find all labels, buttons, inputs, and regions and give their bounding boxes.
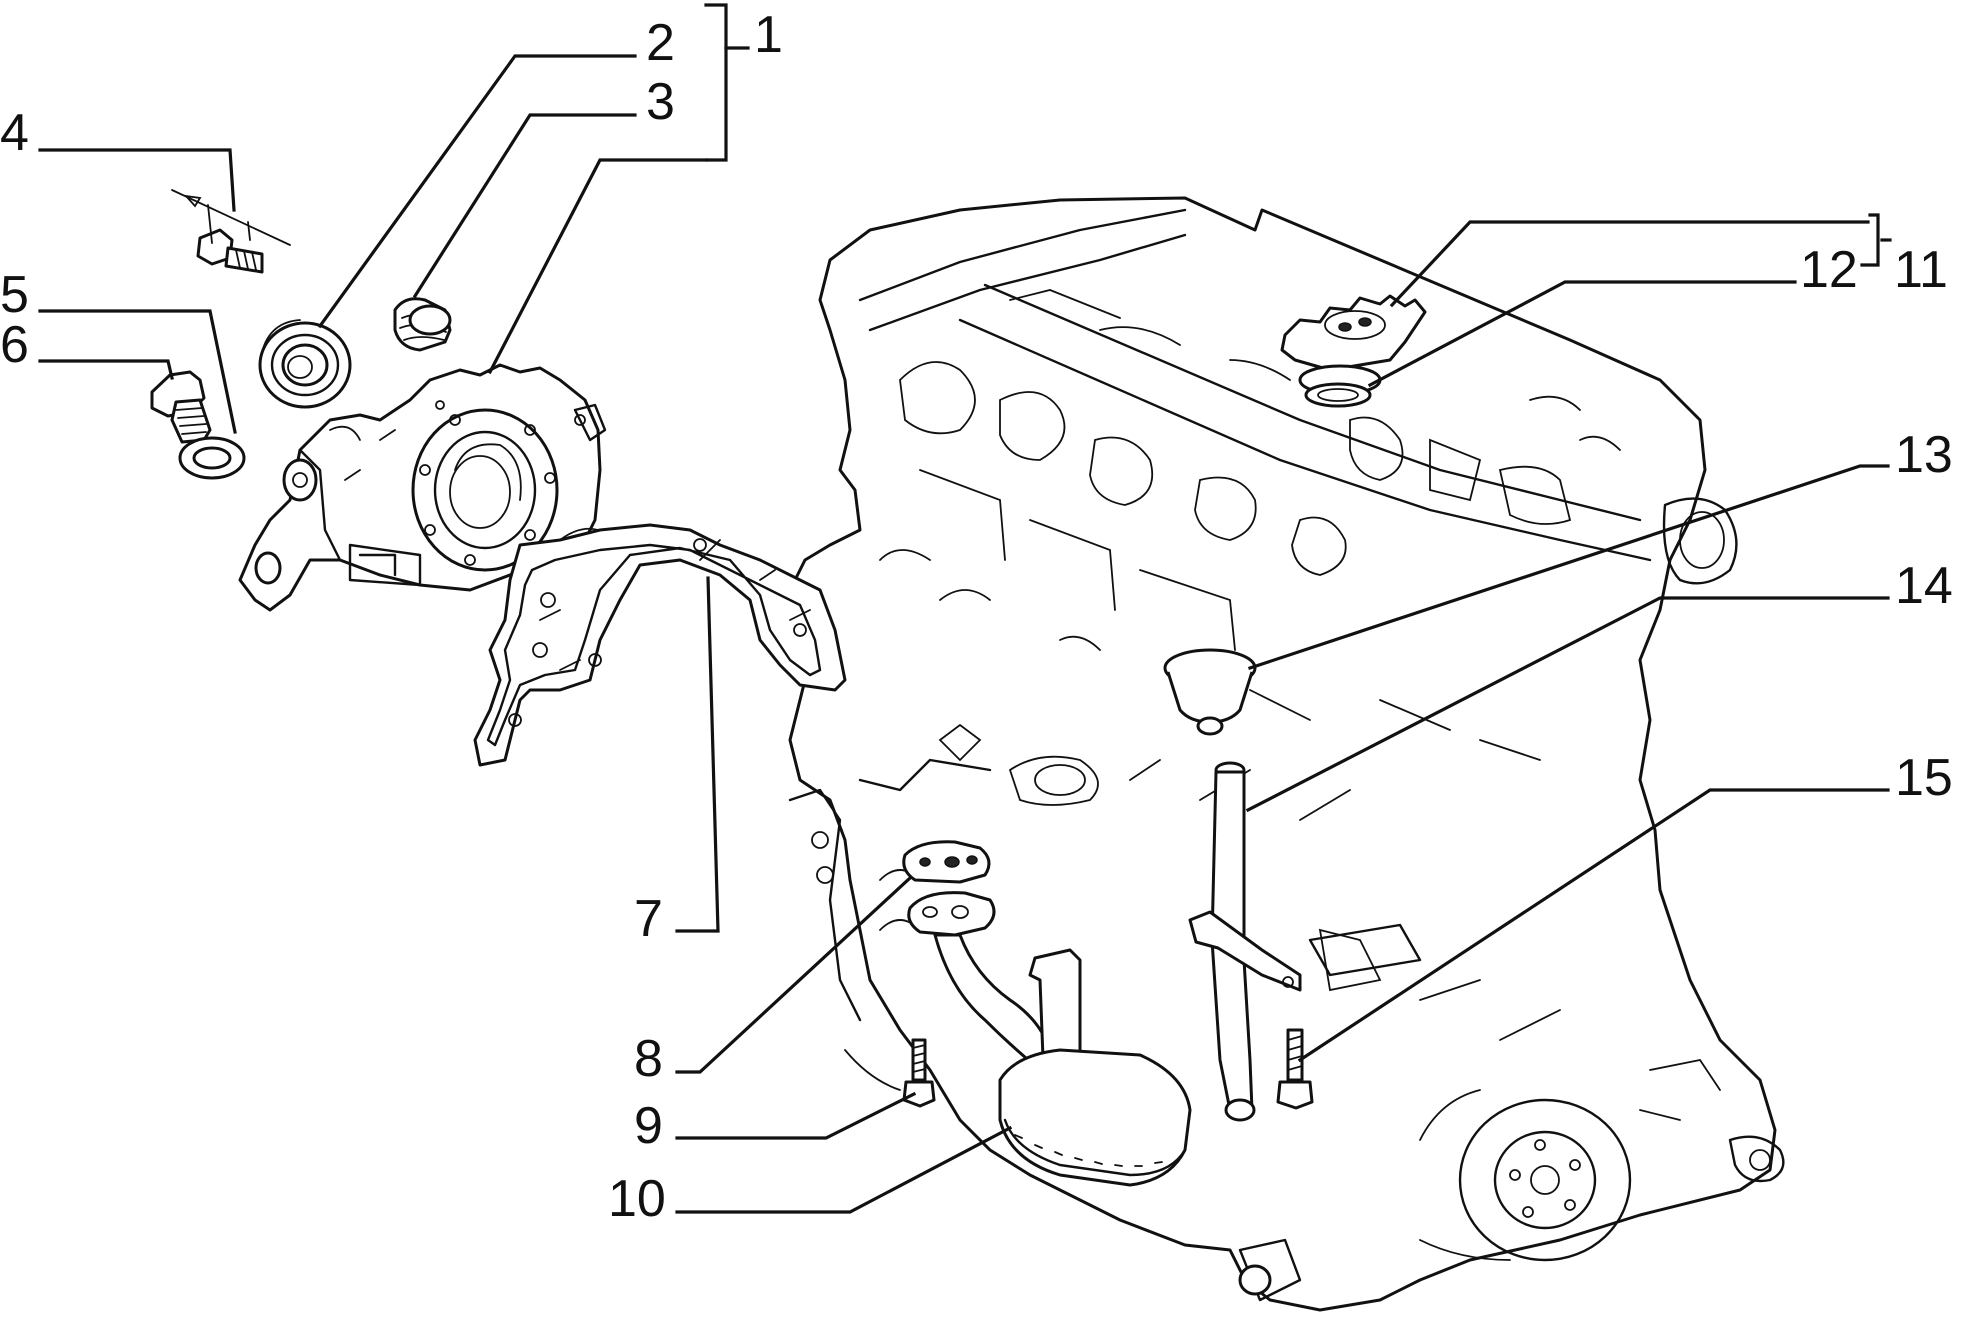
oil-filler-cap-part-11 bbox=[1280, 294, 1427, 396]
engine-block bbox=[788, 196, 1785, 1312]
callout-12: 12 bbox=[1800, 241, 1858, 299]
callout-5: 5 bbox=[0, 266, 29, 324]
oil-pick-up-gasket-part-8 bbox=[902, 840, 996, 937]
dipstick-guide-cup-part-13 bbox=[1163, 648, 1257, 736]
callout-11: 11 bbox=[1894, 241, 1948, 299]
callout-6: 6 bbox=[0, 316, 29, 374]
callout-13: 13 bbox=[1895, 426, 1953, 484]
leader-lines bbox=[38, 3, 1892, 1214]
relief-valve-plug-part-3 bbox=[393, 297, 452, 352]
sealing-washer-part-5 bbox=[178, 436, 246, 480]
callout-2: 2 bbox=[646, 14, 675, 72]
oil-pump-gasket-part-7 bbox=[473, 523, 847, 767]
callout-15: 15 bbox=[1895, 749, 1953, 807]
callout-1: 1 bbox=[754, 6, 783, 64]
callout-labels: 1 2 3 4 5 6 7 8 9 10 11 12 13 14 15 bbox=[0, 6, 1953, 1228]
callout-14: 14 bbox=[1895, 557, 1953, 615]
callout-8: 8 bbox=[634, 1030, 663, 1088]
callout-7: 7 bbox=[634, 890, 663, 948]
callout-3: 3 bbox=[646, 73, 675, 131]
oil-strainer-part-10 bbox=[933, 933, 1192, 1187]
filler-cap-seal-part-12 bbox=[1304, 382, 1372, 408]
oil-seal-part-2 bbox=[258, 319, 352, 409]
callout-9: 9 bbox=[634, 1097, 663, 1155]
dipstick-tube-part-14 bbox=[1188, 761, 1302, 1122]
bolt-part-15 bbox=[1276, 1028, 1314, 1110]
callout-4: 4 bbox=[0, 104, 29, 162]
small-bolt-part-4 bbox=[196, 228, 264, 274]
stud-part-9 bbox=[902, 1038, 936, 1108]
callout-10: 10 bbox=[608, 1170, 666, 1228]
drain-plug-part-6 bbox=[150, 370, 212, 444]
